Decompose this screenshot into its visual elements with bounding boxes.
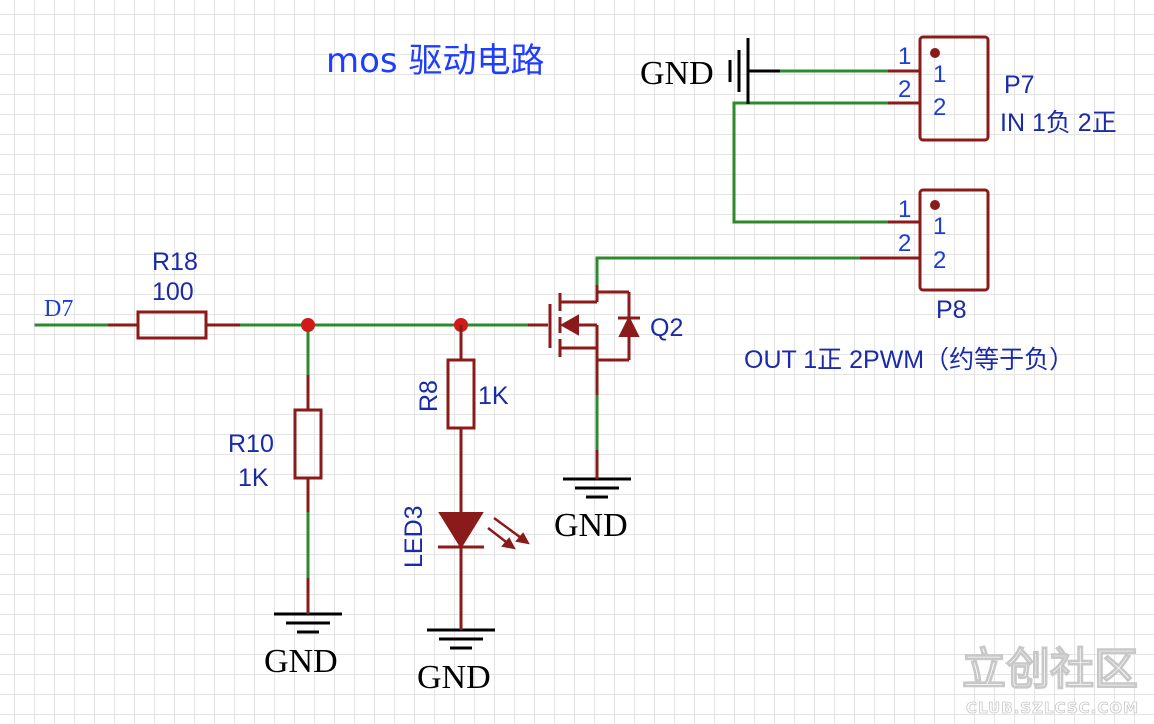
p8-ref: P8 [936, 296, 967, 324]
net-label-gnd: GND [554, 507, 628, 544]
q2-ref: Q2 [650, 314, 683, 342]
p7-pin-name: 1 [933, 61, 946, 88]
p7-pin-number: 1 [898, 43, 911, 70]
connector-p7 [888, 35, 990, 142]
mosfet-q2 [528, 285, 640, 395]
net-label-gnd: GND [264, 643, 338, 680]
r8-ref: R8 [415, 380, 443, 412]
resistor-r10 [293, 375, 323, 512]
r18-value: 100 [152, 278, 194, 306]
p8-note: OUT 1正 2PWM（约等于负） [744, 346, 1074, 374]
led-led3 [438, 512, 530, 620]
junction-dot [301, 318, 315, 332]
p8-pin-name: 2 [933, 247, 946, 274]
p7-pin-number: 2 [898, 76, 911, 103]
p7-pin-name: 2 [933, 94, 946, 121]
resistor-r18 [108, 310, 240, 340]
ground-symbol [427, 620, 495, 650]
wires [34, 69, 890, 580]
ground-symbol [274, 578, 342, 634]
ground-symbol [563, 450, 631, 499]
watermark-url: CLUB.SZLCSC.COM [966, 699, 1139, 717]
p8-pin-name: 1 [933, 213, 946, 240]
resistor-r8 [446, 325, 476, 513]
p7-note: IN 1负 2正 [1000, 109, 1117, 137]
ground-symbol [728, 38, 780, 104]
r18-ref: R18 [152, 248, 198, 276]
watermark-logo: 立创社区 [962, 644, 1138, 695]
p8-pin-number: 1 [898, 196, 911, 223]
diagram-title: mos 驱动电路 [326, 41, 544, 81]
p7-ref: P7 [1004, 71, 1035, 99]
p8-pin-number: 2 [898, 230, 911, 257]
connector-p8 [860, 188, 990, 292]
led3-ref: LED3 [400, 505, 428, 568]
net-label-d7: D7 [44, 296, 73, 322]
net-label-gnd: GND [417, 659, 491, 696]
net-label-gnd: GND [640, 55, 714, 92]
r8-value: 1K [478, 382, 509, 410]
r10-value: 1K [238, 464, 269, 492]
r10-ref: R10 [228, 430, 274, 458]
